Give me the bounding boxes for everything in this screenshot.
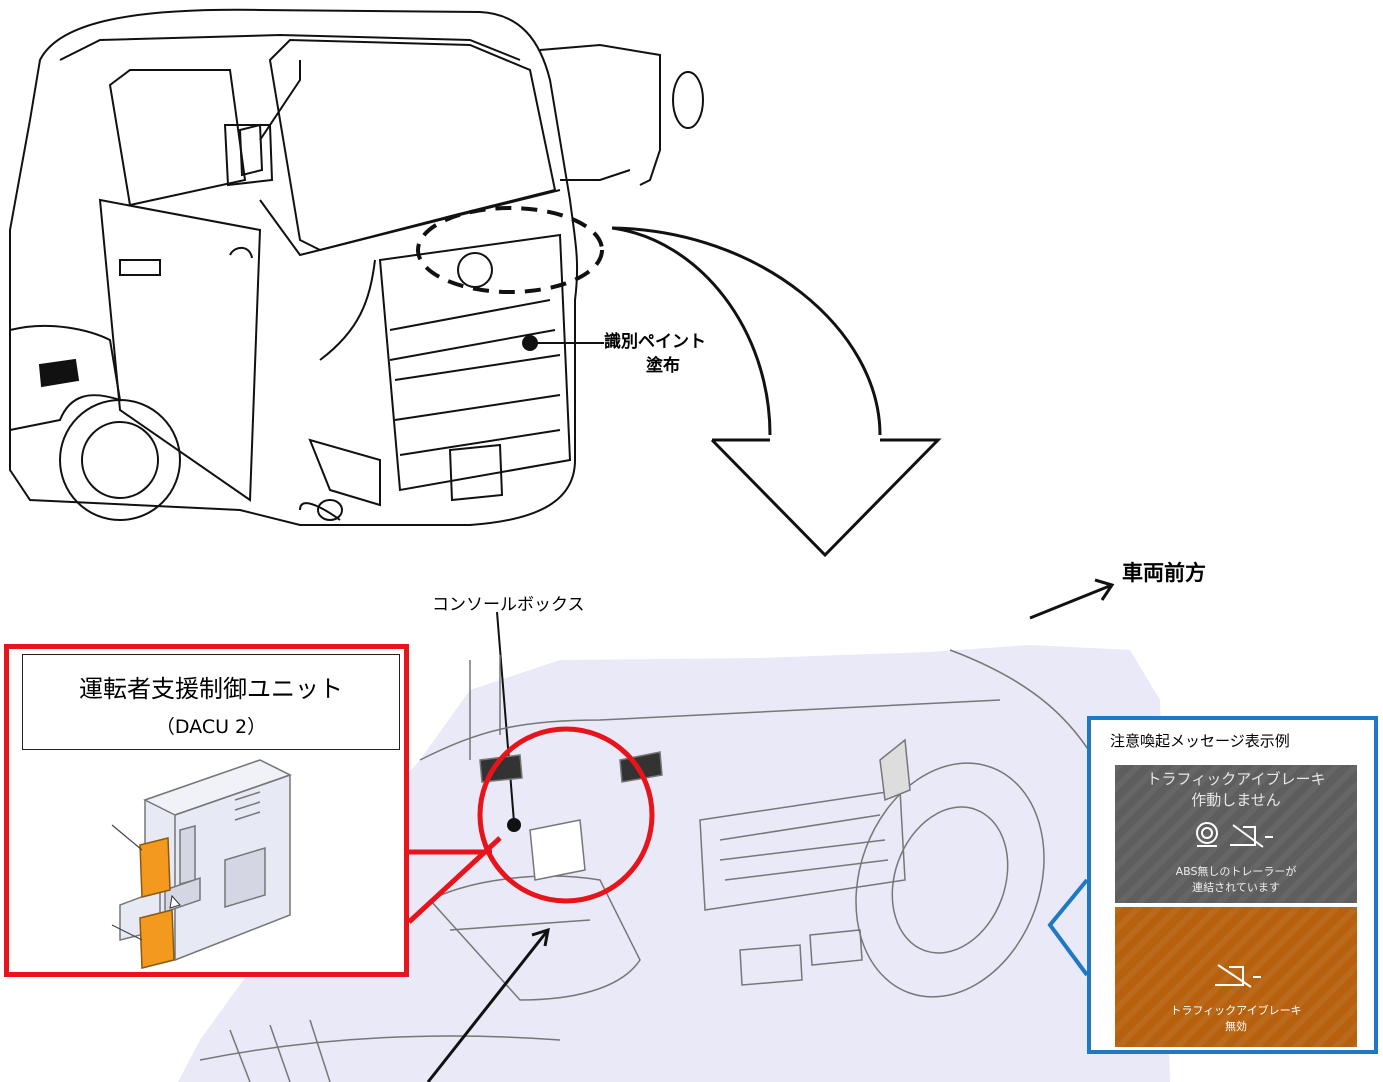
paint-label: 識別ペイント 塗布	[604, 330, 706, 378]
gray-detail: ABS無しのトレーラーが 連結されています	[1115, 864, 1357, 896]
orange-text: トラフィックアイブレーキ 無効	[1115, 1003, 1357, 1035]
down-arrow-head	[710, 438, 942, 558]
orange-icons	[1215, 964, 1261, 988]
dashboard-area	[178, 645, 1170, 1082]
dashboard-drawing	[199, 649, 1111, 1082]
paint-label-line2: 塗布	[646, 356, 680, 376]
message-panel-title: 注意喚起メッセージ表示例	[1110, 732, 1290, 750]
gray-heading-line1: トラフィックアイブレーキ	[1146, 770, 1326, 788]
console-leader	[496, 611, 515, 823]
unit-subtitle: （DACU 2）	[155, 716, 267, 738]
unit-title: 運転者支援制御ユニット	[79, 675, 343, 703]
curve-arrow-inner	[611, 226, 772, 436]
traffic-eye-brake-disabled-icon	[1215, 964, 1261, 988]
emblem-highlight	[416, 206, 604, 294]
unit-title-box: 運転者支援制御ユニット （DACU 2）	[22, 654, 400, 750]
gray-icons	[1196, 822, 1273, 848]
red-callout	[407, 836, 502, 924]
warning-message-gray: トラフィックアイブレーキ 作動しません ABS無しのトレーラーが 連結されていま…	[1115, 765, 1357, 903]
console-marker	[507, 818, 521, 832]
orange-line1: トラフィックアイブレーキ	[1170, 1004, 1302, 1017]
console-box-label: コンソールボックス	[432, 595, 585, 615]
abs-trailer-icon	[1196, 822, 1218, 847]
gray-heading-line2: 作動しません	[1191, 791, 1281, 809]
paint-label-line1: 識別ペイント	[604, 332, 706, 352]
traffic-eye-brake-off-icon	[1230, 824, 1273, 848]
blue-callout	[1047, 878, 1089, 977]
curve-arrow-outer	[611, 226, 882, 436]
truck-drawing	[9, 8, 704, 526]
unit-location-circle	[477, 726, 655, 904]
vehicle-front-label: 車両前方	[1122, 561, 1206, 585]
warning-message-orange: トラフィックアイブレーキ 無効	[1115, 907, 1357, 1047]
vehicle-front-arrow	[1029, 578, 1115, 620]
gray-detail-line1: ABS無しのトレーラーが	[1175, 865, 1297, 878]
orange-line2: 無効	[1225, 1020, 1247, 1033]
gray-detail-line2: 連結されています	[1192, 881, 1280, 894]
bottom-pointer-arrow	[426, 927, 550, 1082]
